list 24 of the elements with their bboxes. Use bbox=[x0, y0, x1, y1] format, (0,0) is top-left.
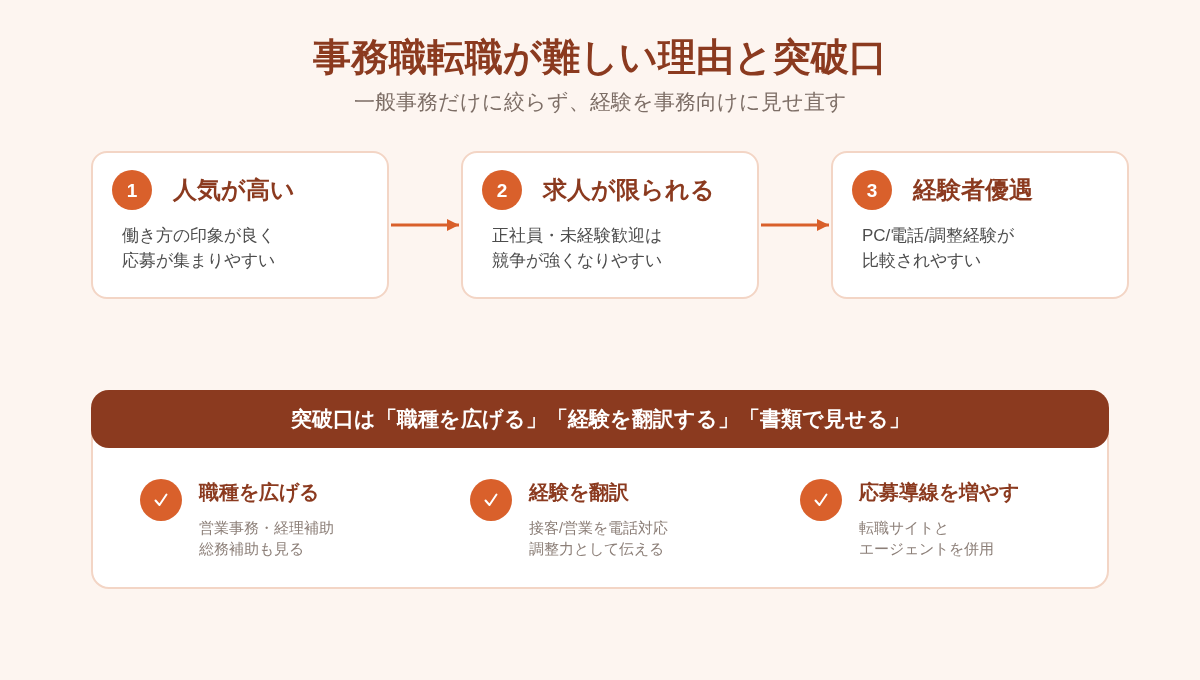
step-card bbox=[461, 151, 759, 299]
step-number-badge: 1 bbox=[112, 170, 152, 210]
item-description: 営業事務・経理補助総務補助も見る bbox=[199, 519, 335, 559]
card-heading: 求人が限られる bbox=[543, 175, 715, 205]
item-heading: 職種を広げる bbox=[199, 480, 319, 505]
subtitle: 一般事務だけに絞らず、経験を事務向けに見せ直す bbox=[353, 89, 847, 115]
step-card bbox=[831, 151, 1129, 299]
card-description: 正社員・未経験歓迎は競争が強くなりやすい bbox=[492, 225, 663, 272]
item-heading: 経験を翻訳 bbox=[529, 480, 629, 505]
panel-header: 突破口は「職種を広げる」「経験を翻訳する」「書類で見せる」 bbox=[91, 390, 1109, 448]
title: 事務職転職が難しい理由と突破口 bbox=[313, 35, 887, 80]
card-heading: 人気が高い bbox=[173, 175, 295, 205]
tips-panel bbox=[91, 390, 1109, 589]
item-description: 転職サイトとエージェントを併用 bbox=[859, 519, 995, 559]
card-description: PC/電話/調整経験が比較されやすい bbox=[862, 225, 1016, 272]
arrow bbox=[761, 219, 829, 231]
arrow bbox=[391, 219, 459, 231]
step-card bbox=[91, 151, 389, 299]
item-heading: 応募導線を増やす bbox=[859, 480, 1019, 505]
card-description: 働き方の印象が良く応募が集まりやすい bbox=[122, 225, 276, 272]
item-description: 接客/営業を電話対応調整力として伝える bbox=[529, 519, 670, 559]
step-number-badge: 2 bbox=[482, 170, 522, 210]
step-number-badge: 3 bbox=[852, 170, 892, 210]
card-heading: 経験者優遇 bbox=[913, 175, 1033, 205]
